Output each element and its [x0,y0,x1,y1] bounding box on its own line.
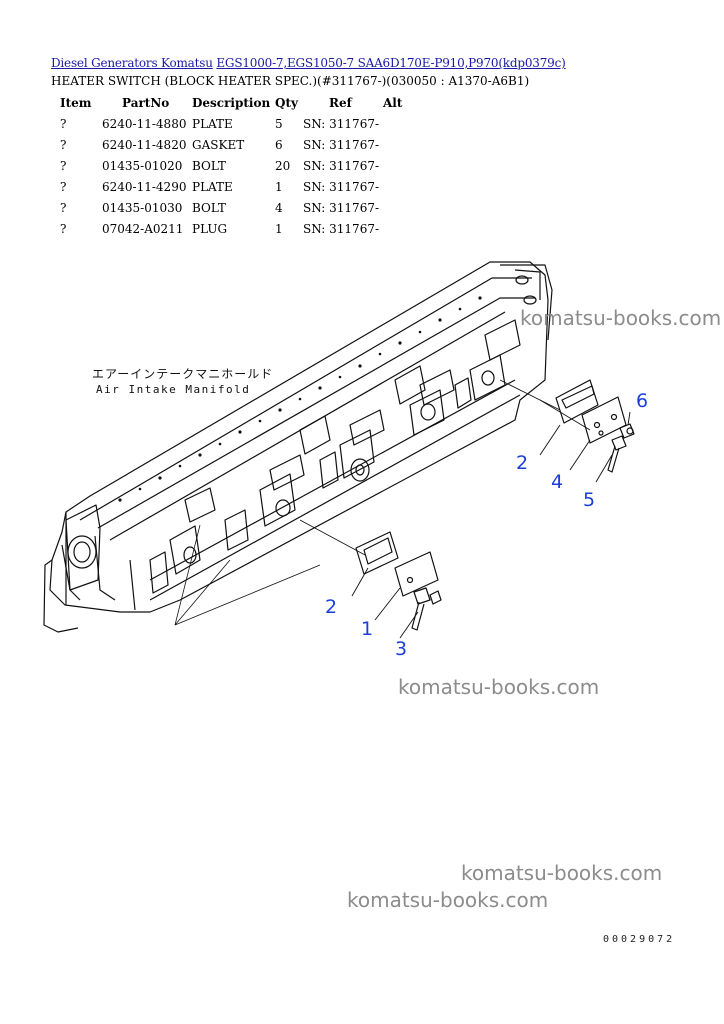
exploded-parts-right [555,379,635,473]
breadcrumb-link-category[interactable]: Diesel Generators Komatsu [51,56,213,70]
cell-alt [383,155,423,176]
callout-6: 6 [636,390,648,412]
manifold-body [43,261,553,633]
cell-ref: SN: 311767- [303,158,380,173]
cell-alt [383,113,423,134]
cell-ref: SN: 311767- [303,221,380,236]
cell-qty: 20 [275,158,291,173]
cell-description: PLATE [192,116,233,131]
cell-description: PLUG [192,221,228,236]
parts-table: Item PartNo Description Qty Ref Alt ? 62… [52,92,423,239]
callout-4: 4 [551,471,563,493]
table-row: ? 07042-A0211 PLUG 1 SN: 311767- [52,218,423,239]
flange-bolt-holes [118,296,482,502]
callout-leaders [351,411,631,639]
exploded-parts-lower [355,531,442,631]
port-bosses [149,319,521,594]
column-header-partno: PartNo [122,95,170,110]
column-header-alt: Alt [383,95,403,110]
cell-item: ? [60,179,67,194]
cell-partno: 01435-01030 [102,200,183,215]
cell-ref: SN: 311767- [303,200,380,215]
parts-diagram: エアーインテークマニホールド Air Intake Manifold 6 2 4… [43,261,648,660]
cell-description: PLATE [192,179,233,194]
cell-qty: 1 [275,179,283,194]
column-header-description: Description [192,95,271,110]
diagram-label-jp: エアーインテークマニホールド [92,367,273,381]
watermark: komatsu-books.com [347,888,549,912]
cell-description: GASKET [192,137,245,152]
cell-ref: SN: 311767- [303,116,380,131]
assembly-leader-lines [174,379,591,626]
cell-description: BOLT [192,200,226,215]
cell-qty: 5 [275,116,283,131]
cell-partno: 6240-11-4820 [102,137,187,152]
callout-5: 5 [583,489,595,511]
table-row: ? 01435-01030 BOLT 4 SN: 311767- [52,197,423,218]
cell-alt [383,218,423,239]
watermark: komatsu-books.com [398,675,600,699]
page-title: HEATER SWITCH (BLOCK HEATER SPEC.)(#3117… [51,74,530,88]
column-header-ref: Ref [329,95,352,110]
cell-ref: SN: 311767- [303,137,380,152]
cell-partno: 6240-11-4290 [102,179,187,194]
cell-ref: SN: 311767- [303,179,380,194]
watermark: komatsu-books.com [461,861,663,885]
cell-qty: 1 [275,221,283,236]
callout-3: 3 [395,638,407,660]
table-row: ? 01435-01020 BOLT 20 SN: 311767- [52,155,423,176]
cell-alt [383,176,423,197]
cell-qty: 6 [275,137,283,152]
cell-alt [383,197,423,218]
breadcrumb-link-model[interactable]: EGS1000-7,EGS1050-7 SAA6D170E-P910,P970(… [216,56,566,70]
callout-2-upper: 2 [516,452,528,474]
table-header-row: Item PartNo Description Qty Ref Alt [52,92,423,113]
cell-item: ? [60,158,67,173]
column-header-item: Item [60,95,92,110]
cell-qty: 4 [275,200,283,215]
cell-item: ? [60,116,67,131]
cell-partno: 07042-A0211 [102,221,184,236]
watermark: komatsu-books.com [520,306,722,330]
cell-item: ? [60,221,67,236]
cell-description: BOLT [192,158,226,173]
cell-partno: 6240-11-4880 [102,116,187,131]
column-header-qty: Qty [275,95,298,110]
table-row: ? 6240-11-4820 GASKET 6 SN: 311767- [52,134,423,155]
callout-1: 1 [361,618,373,640]
cell-item: ? [60,137,67,152]
diagram-label-en: Air Intake Manifold [96,383,250,396]
breadcrumb: Diesel Generators Komatsu EGS1000-7,EGS1… [51,56,566,70]
table-row: ? 6240-11-4880 PLATE 5 SN: 311767- [52,113,423,134]
cell-item: ? [60,200,67,215]
callout-2-lower: 2 [325,596,337,618]
cell-alt [383,134,423,155]
table-row: ? 6240-11-4290 PLATE 1 SN: 311767- [52,176,423,197]
cell-partno: 01435-01020 [102,158,183,173]
figure-number: 00029072 [603,934,676,945]
